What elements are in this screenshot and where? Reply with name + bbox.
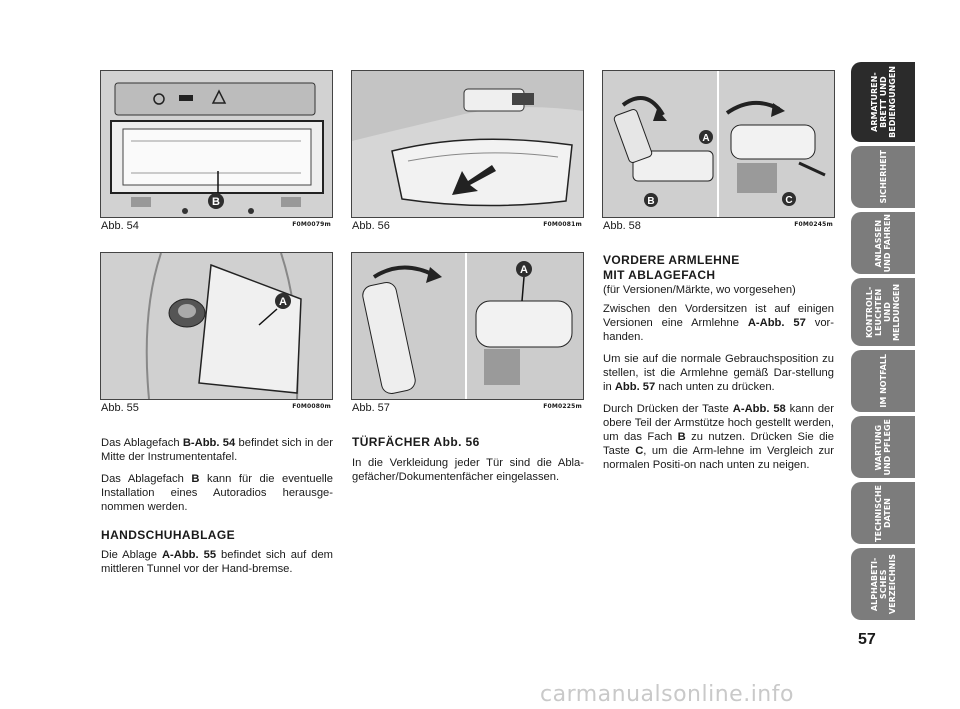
figure-abb-56 xyxy=(351,70,584,218)
figure-reference: B-Abb. 54 xyxy=(182,437,236,449)
figure-reference: C xyxy=(635,445,644,457)
figure-reference: A-Abb. 57 xyxy=(747,317,806,329)
figure-abb-56-illustration xyxy=(352,71,583,217)
text: befindet sich in der Mitte der Instrumen… xyxy=(101,437,333,463)
tab-anlassen[interactable]: ANLASSEN UND FAHREN xyxy=(851,212,915,274)
figure-reference: Abb. 57 xyxy=(614,381,656,393)
figure-reference: A-Abb. 58 xyxy=(732,403,786,415)
paragraph-armlehne-intro: Zwischen den Vordersitzen ist auf einige… xyxy=(603,302,834,344)
text: Durch Drücken der Taste xyxy=(603,403,733,415)
tab-label: ARMATUREN- BRETT UND BEDIENGUNGEN xyxy=(869,66,897,138)
figure-abb-55-illustration: A xyxy=(101,253,332,399)
callout-a: A xyxy=(702,133,709,144)
text-column-middle: TÜRFÄCHER Abb. 56 In die Verkleidung jed… xyxy=(352,435,584,492)
caption-abb-56: Abb. 56 xyxy=(352,220,390,232)
text: Um sie auf die normale Gebrauchsposition… xyxy=(603,353,834,393)
heading-armlehne-line1: VORDERE ARMLEHNE xyxy=(603,253,740,267)
text: Das Ablagefach xyxy=(101,437,183,449)
tab-label: IM NOTFALL xyxy=(878,354,888,408)
code-abb-57: F0M0225m xyxy=(543,403,582,410)
tab-label: WARTUNG UND PFLEGE xyxy=(874,418,892,476)
text: befindet sich auf dem mittleren Tunnel v… xyxy=(101,549,333,575)
figure-reference: B xyxy=(191,473,200,485)
text: zu nutzen. Drücken Sie die Taste xyxy=(603,431,835,457)
tab-label: ANLASSEN UND FAHREN xyxy=(874,213,892,273)
text: nach unten zu drücken. xyxy=(655,381,775,393)
tab-label: ALPHABETI- SCHES VERZEICHNIS xyxy=(869,553,897,615)
text: , um die Arm-lehne im Vergleich zur norm… xyxy=(603,445,834,471)
figure-abb-57-illustration: A xyxy=(352,253,583,399)
tab-im-notfall[interactable]: IM NOTFALL xyxy=(851,350,915,412)
callout-b: B xyxy=(647,196,654,207)
watermark: carmanualsonline.info xyxy=(540,682,794,707)
tab-kontrollleuchten[interactable]: KONTROLL- LEUCHTEN UND MELDUNGEN xyxy=(851,278,915,346)
tab-wartung[interactable]: WARTUNG UND PFLEGE xyxy=(851,416,915,478)
figure-abb-58: A B C xyxy=(602,70,835,218)
heading-tuerfaecher: TÜRFÄCHER Abb. 56 xyxy=(352,435,480,449)
caption-abb-58: Abb. 58 xyxy=(603,220,641,232)
figure-abb-54: B xyxy=(100,70,333,218)
subheading-versionen: (für Versionen/Märkte, wo vorgesehen) xyxy=(603,284,796,296)
tab-label: TECHNISCHE DATEN xyxy=(874,484,892,542)
paragraph-tuerfaecher: In die Verkleidung jeder Tür sind die Ab… xyxy=(352,457,584,483)
page-number: 57 xyxy=(858,631,876,648)
paragraph-autoradio: Das Ablagefach B kann für die eventuelle… xyxy=(101,472,333,514)
paragraph-armlehne-taste: Durch Drücken der Taste A-Abb. 58 kann d… xyxy=(603,402,834,472)
text-column-left: Das Ablagefach B-Abb. 54 befindet sich i… xyxy=(101,436,333,584)
code-abb-58: F0M0245m xyxy=(794,221,833,228)
tab-technische-daten[interactable]: TECHNISCHE DATEN xyxy=(851,482,915,544)
code-abb-55: F0M0080m xyxy=(292,403,331,410)
figure-reference: A-Abb. 55 xyxy=(161,549,217,561)
tab-verzeichnis[interactable]: ALPHABETI- SCHES VERZEICHNIS xyxy=(851,548,915,620)
caption-abb-57: Abb. 57 xyxy=(352,402,390,414)
callout-c: C xyxy=(785,195,792,206)
tab-label: KONTROLL- LEUCHTEN UND MELDUNGEN xyxy=(865,283,901,341)
text: Zwischen den Vordersitzen ist auf einige… xyxy=(603,303,834,329)
heading-armlehne-line2: MIT ABLAGEFACH xyxy=(603,268,716,282)
heading-handschuhablage: HANDSCHUHABLAGE xyxy=(101,528,235,542)
callout-a: A xyxy=(279,296,287,308)
paragraph-armlehne-position: Um sie auf die normale Gebrauchsposition… xyxy=(603,352,834,394)
caption-abb-54: Abb. 54 xyxy=(101,220,139,232)
paragraph-handschuhablage: Die Ablage A-Abb. 55 befindet sich auf d… xyxy=(101,548,333,576)
figure-reference: B xyxy=(677,431,686,443)
callout-a: A xyxy=(520,264,528,276)
caption-abb-55: Abb. 55 xyxy=(101,402,139,414)
tab-armaturenbrett[interactable]: ARMATUREN- BRETT UND BEDIENGUNGEN xyxy=(851,62,915,142)
text: vor-handen. xyxy=(603,317,834,343)
text: kann der obere Teil der Armstütze hoch g… xyxy=(603,403,834,443)
figure-abb-55: A xyxy=(100,252,333,400)
text-column-right: VORDERE ARMLEHNE MIT ABLAGEFACH (für Ver… xyxy=(603,253,834,480)
paragraph-ablagefach: Das Ablagefach B-Abb. 54 befindet sich i… xyxy=(101,436,333,464)
code-abb-54: F0M0079m xyxy=(292,221,331,228)
code-abb-56: F0M0081m xyxy=(543,221,582,228)
figure-abb-54-illustration: B xyxy=(101,71,332,217)
callout-b: B xyxy=(212,196,220,208)
text: Das Ablagefach xyxy=(101,473,192,485)
figure-abb-58-illustration: A B C xyxy=(603,71,834,217)
text: kann für die eventuelle Installation ein… xyxy=(101,473,333,513)
figure-abb-57: A xyxy=(351,252,584,400)
tab-sicherheit[interactable]: SICHERHEIT xyxy=(851,146,915,208)
tab-label: SICHERHEIT xyxy=(878,150,888,204)
text: Die Ablage xyxy=(101,549,162,561)
